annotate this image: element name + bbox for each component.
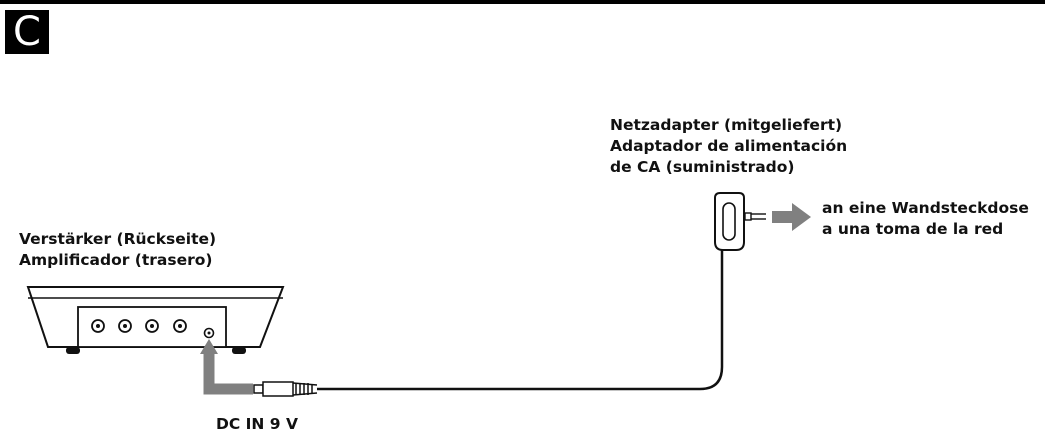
amplifier-label: Verstärker (Rückseite) Amplificador (tra… [19, 229, 216, 271]
amplifier-label-line1: Verstärker (Rückseite) [19, 230, 217, 248]
section-badge: C [5, 10, 49, 54]
wall-outlet-label-line2: a una toma de la red [822, 220, 1004, 238]
power-cable [317, 250, 724, 391]
rca-jacks [91, 319, 187, 333]
ac-adapter [714, 192, 766, 251]
wall-outlet-arrow [772, 203, 811, 231]
amplifier-label-line2: Amplificador (trasero) [19, 251, 213, 269]
ac-adapter-label: Netzadapter (mitgeliefert) Adaptador de … [610, 115, 847, 178]
dc-in-jack [203, 327, 215, 339]
ac-adapter-label-line1: Netzadapter (mitgeliefert) [610, 116, 843, 134]
ac-adapter-label-line3: de CA (suministrado) [610, 158, 795, 176]
wall-outlet-label: an eine Wandsteckdose a una toma de la r… [822, 198, 1029, 240]
dc-plug [253, 381, 318, 397]
amplifier [26, 286, 285, 354]
ac-adapter-label-line2: Adaptador de alimentación [610, 137, 848, 155]
wall-outlet-label-line1: an eine Wandsteckdose [822, 199, 1029, 217]
top-rule [0, 0, 1045, 4]
dc-in-pointer-arrow [200, 339, 253, 395]
amplifier-feet [66, 347, 246, 354]
dc-in-label: DC IN 9 V [216, 415, 298, 433]
